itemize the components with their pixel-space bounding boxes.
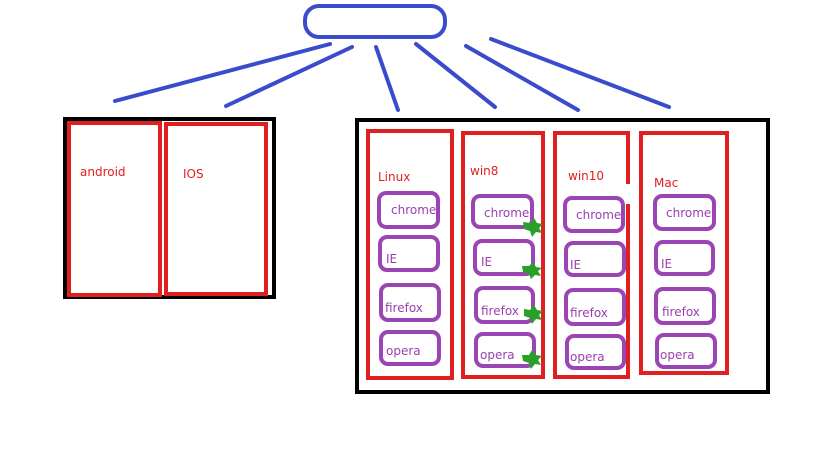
browser-label-win8-firefox: firefox <box>481 304 519 318</box>
browser-label-linux-chrome: chrome <box>391 203 436 217</box>
check-icon-win8-firefox <box>524 305 543 324</box>
browser-label-mac-chrome: chrome <box>666 206 711 220</box>
connector-1 <box>113 42 332 103</box>
browser-box-win10-opera <box>565 334 626 370</box>
platform-label-ios: IOS <box>183 167 204 181</box>
win10-border-gap <box>626 184 632 204</box>
platform-label-win10: win10 <box>568 169 604 183</box>
platform-box-win8 <box>461 131 545 379</box>
browser-label-mac-ie: IE <box>661 257 672 271</box>
browser-box-win10-chrome <box>563 196 625 233</box>
browser-label-win10-ie: IE <box>570 258 581 272</box>
browser-box-linux-firefox <box>379 283 441 322</box>
browser-label-linux-ie: IE <box>386 252 397 266</box>
platform-label-win8: win8 <box>470 164 498 178</box>
browser-label-mac-firefox: firefox <box>662 305 700 319</box>
check-marks-win8 <box>522 218 543 369</box>
browser-label-win8-chrome: chrome <box>484 206 529 220</box>
desktop-group: Linux chrome IE firefox opera win8 chrom… <box>355 118 770 394</box>
desktop-group-frame <box>355 118 770 394</box>
browser-label-win8-opera: opera <box>480 348 515 362</box>
browser-box-linux-ie <box>378 235 440 272</box>
browser-label-win8-ie: IE <box>481 255 492 269</box>
browser-box-win8-chrome <box>471 194 534 229</box>
browser-box-mac-chrome <box>653 194 716 231</box>
browser-box-win8-firefox <box>474 286 535 324</box>
root-node <box>303 4 447 39</box>
platform-label-mac: Mac <box>654 176 678 190</box>
connector-6 <box>489 37 671 109</box>
platform-label-linux: Linux <box>378 170 410 184</box>
platform-box-android <box>67 121 162 297</box>
platform-box-mac <box>639 131 729 375</box>
connector-2 <box>224 45 354 108</box>
platform-box-win10 <box>553 131 630 379</box>
browser-box-mac-ie <box>654 240 715 276</box>
browser-box-mac-firefox <box>654 287 716 325</box>
browser-box-win8-ie <box>473 239 535 276</box>
connector-3 <box>374 45 400 112</box>
check-icon-win8-ie <box>522 262 542 279</box>
browser-box-linux-chrome <box>377 191 440 229</box>
connector-4 <box>414 42 497 109</box>
browser-box-win10-firefox <box>564 288 626 326</box>
check-icon-win8-chrome <box>523 218 543 237</box>
browser-box-linux-opera <box>379 330 441 366</box>
browser-label-linux-opera: opera <box>386 344 421 358</box>
mobile-group: android IOS <box>63 117 276 299</box>
browser-box-mac-opera <box>655 333 717 369</box>
browser-label-linux-firefox: firefox <box>385 301 423 315</box>
connector-5 <box>464 44 580 112</box>
browser-label-mac-opera: opera <box>660 348 695 362</box>
browser-label-win10-chrome: chrome <box>576 208 621 222</box>
browser-box-win8-opera <box>474 332 536 368</box>
browser-label-win10-firefox: firefox <box>570 306 608 320</box>
mobile-group-frame <box>63 117 276 299</box>
connectors <box>113 37 671 112</box>
platform-box-ios <box>164 122 268 296</box>
browser-label-win10-opera: opera <box>570 350 605 364</box>
browser-box-win10-ie <box>564 241 626 277</box>
check-icon-win8-opera <box>522 350 542 369</box>
platform-box-linux <box>366 129 454 380</box>
platform-label-android: android <box>80 165 126 179</box>
